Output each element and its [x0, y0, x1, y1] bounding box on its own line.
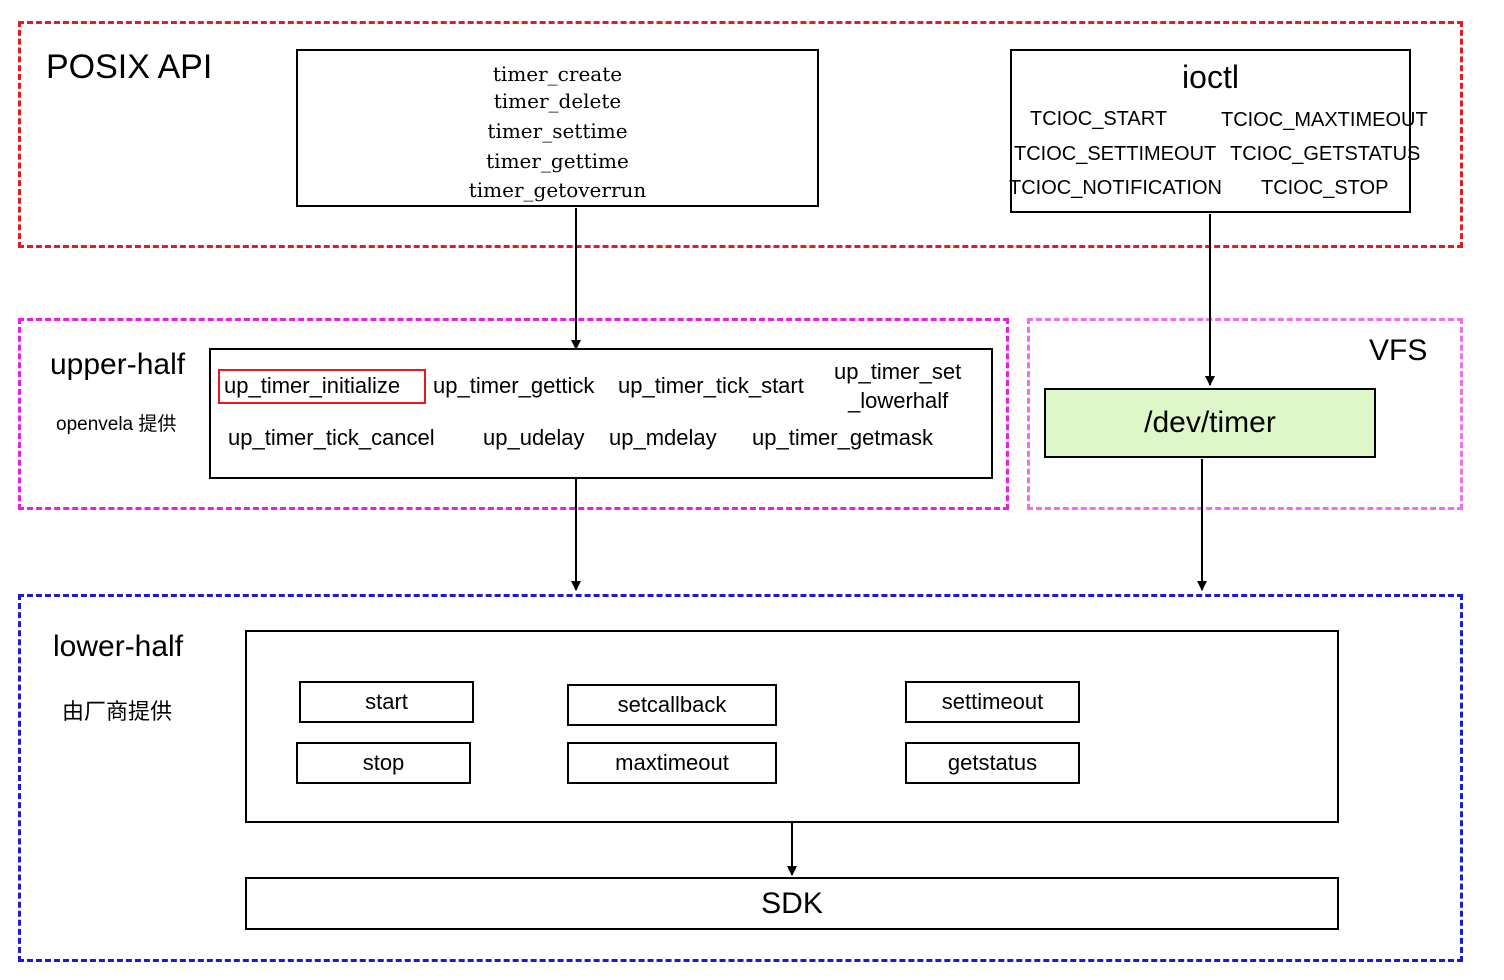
posix-api-title: POSIX API [46, 48, 213, 86]
arrow-upper-to-lower [533, 477, 581, 591]
dev-timer-box: /dev/timer [1044, 388, 1376, 458]
ioctl-cmd-start: TCIOC_START [1030, 108, 1168, 130]
posix-function-timer-create: timer_create [492, 62, 623, 86]
vfs-title: VFS [1369, 334, 1428, 367]
lower-half-subtitle: 由厂商提供 [62, 699, 173, 724]
op-setcallback: setcallback [567, 684, 777, 726]
ioctl-box [1010, 49, 1411, 213]
op-getstatus: getstatus [905, 742, 1080, 784]
ioctl-cmd-maxtimeout: TCIOC_MAXTIMEOUT [1221, 109, 1428, 131]
up-timer-initialize: up_timer_initialize [224, 373, 401, 398]
up-timer-initialize-highlight [218, 369, 426, 404]
up-timer-set-lowerhalf-line1: up_timer_set [834, 359, 962, 384]
up-udelay: up_udelay [483, 425, 585, 450]
posix-function-timer-gettime: timer_gettime [486, 149, 629, 173]
posix-function-timer-delete: timer_delete [493, 89, 622, 113]
op-stop: stop [296, 742, 471, 784]
posix-api-region [18, 21, 1463, 248]
ioctl-cmd-settimeout: TCIOC_SETTIMEOUT [1014, 143, 1217, 165]
ioctl-cmd-stop: TCIOC_STOP [1261, 177, 1389, 199]
op-start: start [299, 681, 474, 723]
posix-function-timer-settime: timer_settime [487, 119, 628, 143]
posix-function-timer-getoverrun: timer_getoverrun [468, 178, 647, 202]
vfs-region [1027, 318, 1463, 510]
ioctl-cmd-notification: TCIOC_NOTIFICATION [1009, 177, 1222, 199]
posix-functions-box [296, 49, 819, 207]
op-settimeout: settimeout [905, 681, 1080, 723]
up-timer-tick-start: up_timer_tick_start [618, 373, 804, 398]
up-timer-tick-cancel: up_timer_tick_cancel [228, 425, 435, 450]
up-mdelay: up_mdelay [609, 425, 717, 450]
upper-half-title: upper-half [50, 348, 186, 381]
sdk-box: SDK [245, 877, 1339, 930]
ioctl-title: ioctl [1182, 59, 1239, 95]
up-timer-set-lowerhalf-line2: _lowerhalf [848, 388, 949, 413]
lower-half-ops-box [245, 630, 1339, 823]
op-maxtimeout: maxtimeout [567, 742, 777, 784]
lower-half-title: lower-half [53, 630, 184, 663]
upper-half-region [18, 318, 1009, 510]
up-timer-getmask: up_timer_getmask [752, 425, 933, 450]
upper-half-subtitle: openvela 提供 [56, 414, 177, 435]
lower-half-region [18, 594, 1463, 962]
up-timer-gettick: up_timer_gettick [433, 373, 595, 398]
ioctl-cmd-getstatus: TCIOC_GETSTATUS [1230, 143, 1421, 165]
